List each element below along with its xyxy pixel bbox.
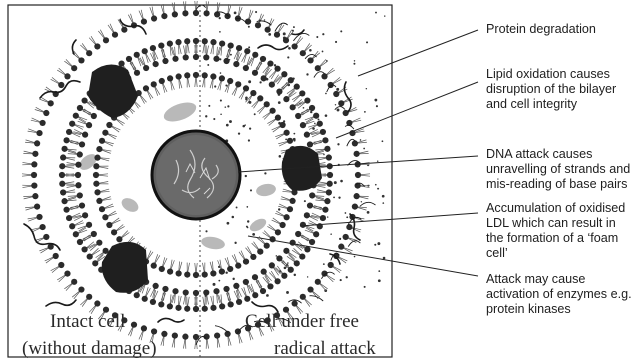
- organelle: [119, 195, 141, 214]
- annotation-ldl-accumulation: Accumulation of oxidised LDL which can r…: [486, 201, 625, 260]
- annotation-line: the formation of a ‘foam: [486, 231, 618, 245]
- svg-text:LDL which can result in: LDL which can result in: [486, 216, 616, 230]
- membrane-protein: [88, 64, 138, 118]
- svg-text:DNA attack causes: DNA attack causes: [486, 147, 592, 161]
- svg-text:Attack may cause: Attack may cause: [486, 272, 585, 286]
- nucleus: [152, 131, 240, 219]
- svg-text:Cell under free: Cell under free: [245, 311, 359, 332]
- svg-text:mis-reading of base pairs: mis-reading of base pairs: [486, 177, 627, 191]
- svg-text:Lipid oxidation causes: Lipid oxidation causes: [486, 67, 610, 81]
- annotation-line: Lipid oxidation causes: [486, 67, 610, 81]
- annotation-line: activation of enzymes e.g.: [486, 287, 632, 301]
- annotation-lipid-oxidation: Lipid oxidation causes disruption of the…: [486, 67, 616, 111]
- right-caption-line-1: Cell under free: [245, 311, 359, 332]
- annotation-line: DNA attack causes: [486, 147, 592, 161]
- annotation-line: Attack may cause: [486, 272, 585, 286]
- organelle: [161, 99, 198, 126]
- svg-text:(without damage): (without damage): [22, 338, 157, 359]
- annotation-line: unravelling of strands and: [486, 162, 630, 176]
- annotation-line: disruption of the bilayer: [486, 82, 616, 96]
- annotation-line: mis-reading of base pairs: [486, 177, 627, 191]
- svg-text:unravelling of strands and: unravelling of strands and: [486, 162, 630, 176]
- organelle: [248, 216, 269, 234]
- membrane-protein: [102, 242, 148, 293]
- leader-line: [336, 82, 478, 138]
- left-caption-line-1: Intact cell: [50, 311, 125, 332]
- annotation-enzyme-activation: Attack may cause activation of enzymes e…: [486, 272, 632, 316]
- svg-text:activation of enzymes e.g.: activation of enzymes e.g.: [486, 287, 632, 301]
- leader-line: [238, 156, 478, 172]
- left-caption: Intact cell (without damage): [22, 311, 157, 359]
- svg-text:and cell integrity: and cell integrity: [486, 97, 578, 111]
- organelle: [255, 182, 277, 197]
- svg-text:Protein degradation: Protein degradation: [486, 22, 596, 36]
- left-caption-line-2: (without damage): [22, 338, 157, 359]
- annotation-line: protein kinases: [486, 302, 571, 316]
- svg-text:Intact cell: Intact cell: [50, 311, 125, 332]
- svg-text:cell’: cell’: [486, 246, 508, 260]
- right-caption: Cell under free radical attack: [245, 311, 376, 359]
- annotation-dna-attack: DNA attack causes unravelling of strands…: [486, 147, 630, 191]
- annotation-line: LDL which can result in: [486, 216, 616, 230]
- annotation-line: Protein degradation: [486, 22, 596, 36]
- annotation-line: Accumulation of oxidised: [486, 201, 625, 215]
- annotation-line: cell’: [486, 246, 508, 260]
- annotation-line: and cell integrity: [486, 97, 578, 111]
- right-caption-line-2: radical attack: [274, 338, 376, 359]
- annotation-protein-degradation: Protein degradation: [486, 22, 596, 36]
- leader-line: [248, 236, 478, 276]
- organelle: [200, 235, 226, 251]
- svg-text:disruption of the bilayer: disruption of the bilayer: [486, 82, 616, 96]
- leader-line: [300, 213, 478, 226]
- leader-line: [358, 30, 478, 76]
- svg-text:the formation of a ‘foam: the formation of a ‘foam: [486, 231, 618, 245]
- svg-text:protein kinases: protein kinases: [486, 302, 571, 316]
- svg-text:radical attack: radical attack: [274, 338, 376, 359]
- svg-text:Accumulation of oxidised: Accumulation of oxidised: [486, 201, 625, 215]
